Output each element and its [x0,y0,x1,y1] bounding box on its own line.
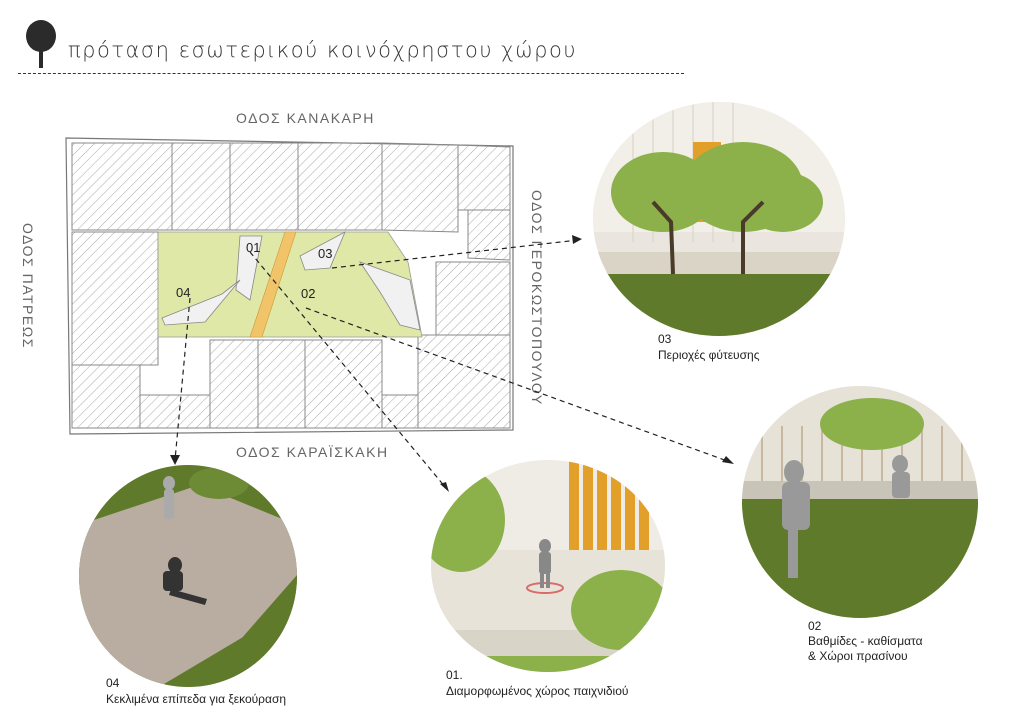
platform-shapes [161,231,421,331]
plan-label-03: 03 [318,246,332,261]
view-02-caption-line1: Βαθμίδες - καθίσματα [808,634,923,648]
view-03-number: 03 [658,332,672,346]
arrow-heads [170,235,734,492]
view-04-number: 04 [106,676,120,690]
street-label-north: ΟΔΟΣ ΚΑΝΑΚΑΡΗ [236,110,375,126]
path-strip [249,231,297,338]
divider [18,73,684,74]
arrow-to-view-04 [174,297,191,461]
plan-label-02: 02 [301,286,315,301]
view-03-image [593,102,845,336]
plan-label-04: 04 [176,285,190,300]
view-02-number: 02 [808,619,822,633]
buildings [71,142,511,429]
view-01-number: 01. [446,668,463,682]
tree-icon [26,20,56,68]
arrow-to-view-02 [305,307,731,463]
view-01-image [431,460,665,672]
view-04-caption: Κεκλιμένα επίπεδα για ξεκούραση [106,692,287,706]
view-02-image [742,386,978,618]
view-03-caption: Περιοχές φύτευσης [658,348,760,362]
street-label-south: ΟΔΟΣ ΚΑΡΑΪΣΚΑΚΗ [236,444,389,460]
page-title: πρόταση εσωτερικού κοινόχρηστου χώρου [68,38,578,62]
view-02-caption-line2: & Χώροι πρασίνου [808,649,908,663]
courtyard-area [157,231,423,338]
plan-label-01: 01 [246,240,260,255]
view-04-image [79,465,297,687]
arrow-to-view-01 [249,251,447,489]
view-01-caption: Διαμορφωμένος χώρος παιχνιδιού [446,684,629,698]
leader-arrows [174,239,731,489]
